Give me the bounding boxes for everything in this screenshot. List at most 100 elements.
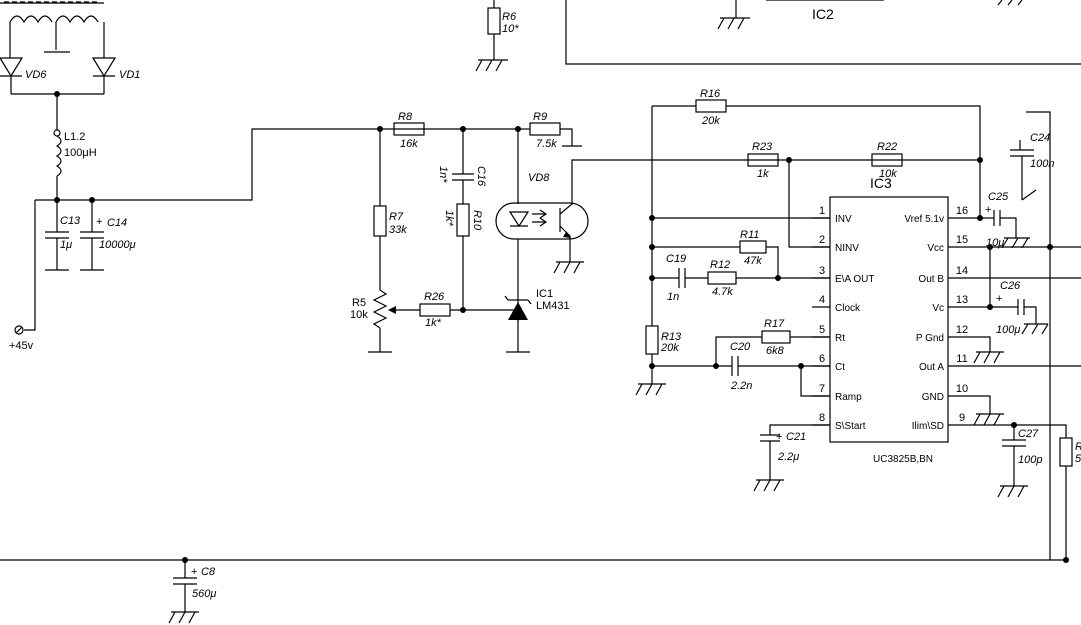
ic3-pin-name: Out A	[919, 362, 944, 373]
r7-name: R7	[389, 211, 404, 223]
c26-value: 100μ	[996, 324, 1020, 336]
capacitor-c14: + C14 10000μ	[80, 200, 136, 271]
c21-value: 2.2μ	[777, 451, 799, 463]
capacitor-c8: + C8 560μ	[168, 560, 216, 624]
ic3-pin-number: 11	[956, 353, 967, 365]
c25-name: C25	[988, 191, 1009, 203]
ic3-pin-name: E\A OUT	[835, 274, 874, 285]
resistor-r8: R8 16k	[393, 111, 425, 150]
resistor-r17: R17 6k8	[715, 318, 830, 366]
svg-text:+: +	[776, 431, 782, 443]
resistor-r10: R10 1k*	[443, 203, 483, 310]
ic3-pin-number: 4	[819, 294, 825, 306]
ic3-pin-number: 10	[956, 383, 968, 395]
ic3-pin-name: NINV	[835, 243, 859, 254]
ic3-pin-number: 6	[819, 353, 825, 365]
r5-value: 10k	[350, 309, 368, 321]
capacitor-c20: C20 2.2n	[730, 341, 830, 392]
optocoupler-vd8: VD8	[495, 129, 980, 300]
r7-value: 33k	[389, 224, 407, 236]
c20-name: C20	[730, 341, 751, 353]
r23-name: R23	[752, 141, 773, 153]
r13-name: R13	[661, 331, 682, 343]
potentiometer-r5: R5 10k	[350, 289, 420, 353]
vin-label: +45v	[9, 340, 34, 352]
resistor-r26: R26 1k*	[419, 291, 518, 329]
c27-value: 100p	[1018, 454, 1042, 466]
c20-value: 2.2n	[730, 380, 752, 392]
r12-name: R12	[710, 259, 730, 271]
c8-value: 560μ	[192, 588, 216, 600]
capacitor-c24: C24 100n	[1010, 111, 1054, 560]
r17-value: 6k8	[766, 345, 785, 357]
resistor-edge: R 5	[1059, 437, 1081, 560]
r26-name: R26	[424, 291, 445, 303]
resistor-r11: R11 47k	[739, 229, 779, 278]
ic3-pin-number: 13	[956, 294, 968, 306]
c16-value: 1n*	[437, 166, 449, 183]
r11-value: 47k	[744, 255, 762, 267]
r9-value: 7.5k	[536, 138, 557, 150]
ic2-box: IC2	[565, 0, 1081, 65]
ic3-part-number: UC3825B,BN	[873, 454, 933, 465]
r6-value: 10*	[502, 23, 519, 35]
r23-value: 1k	[757, 168, 769, 180]
c19-value: 1n	[667, 291, 679, 303]
c21-name: C21	[786, 431, 806, 443]
ic3-pin-number: 2	[819, 234, 825, 246]
l12-name: L1.2	[64, 131, 85, 143]
capacitor-c26: + C26 100μ	[996, 280, 1049, 336]
resistor-r13: R13 20k	[635, 325, 682, 396]
r6-name: R6	[502, 11, 517, 23]
c16-name: C16	[475, 166, 487, 187]
r9-name: R9	[533, 111, 547, 123]
diode-vd1: VD1	[91, 57, 140, 94]
capacitor-c13: C13 1μ	[45, 200, 81, 271]
ic3-pin-number: 15	[956, 234, 968, 246]
svg-text:+: +	[985, 204, 991, 216]
ic3-pin-number: 7	[819, 383, 825, 395]
diode-vd6: VD6	[0, 57, 47, 94]
svg-text:+: +	[96, 216, 102, 228]
ic3-pin-name: Out B	[918, 274, 944, 285]
ic3-pin-name: INV	[835, 214, 852, 225]
ic3-pin-number: 14	[956, 265, 968, 277]
vd1-label: VD1	[119, 69, 140, 81]
r-edge-value: 5	[1075, 453, 1081, 465]
capacitor-c27: C27 100p	[997, 425, 1042, 498]
c19-name: C19	[666, 253, 686, 265]
resistor-r23: R23 1k	[747, 141, 779, 180]
resistor-r9: R9 7.5k	[518, 111, 582, 150]
svg-text:+: +	[191, 566, 197, 578]
resistor-r6: R6 10*	[475, 0, 519, 72]
capacitor-c19: C19 1n	[652, 253, 708, 303]
ic3-pin-number: 3	[819, 265, 825, 277]
r22-name: R22	[877, 141, 897, 153]
ic3-pin-name: Vref 5.1v	[904, 214, 944, 225]
ic3-pin-number: 12	[956, 324, 968, 336]
c24-name: C24	[1030, 132, 1050, 144]
r26-value: 1k*	[425, 317, 442, 329]
ic3-pin-name: Vc	[932, 303, 944, 314]
ic3-pin-name: GND	[922, 392, 944, 403]
transformer-secondary	[0, 1, 105, 58]
c14-value: 10000μ	[99, 239, 136, 251]
ic3-pin-name: Ct	[835, 362, 845, 373]
r22-value: 10k	[879, 168, 897, 180]
resistor-r12: R12 4.7k	[707, 259, 830, 298]
ic3-pin-name: Vcc	[927, 243, 944, 254]
c13-name: C13	[60, 215, 81, 227]
c26-name: C26	[1000, 280, 1021, 292]
c27-name: C27	[1018, 428, 1039, 440]
ic1-name: IC1	[536, 288, 553, 300]
c8-name: C8	[201, 566, 216, 578]
ic3-pin-name: Ilim\SD	[912, 421, 944, 432]
ic3-pin-name: Ramp	[835, 392, 862, 403]
ic3-pin-number: 1	[819, 205, 825, 217]
ic3-pin-name: Rt	[835, 333, 845, 344]
terminal-plus45v: +45v	[9, 200, 36, 352]
c24-value: 100n	[1030, 158, 1054, 170]
